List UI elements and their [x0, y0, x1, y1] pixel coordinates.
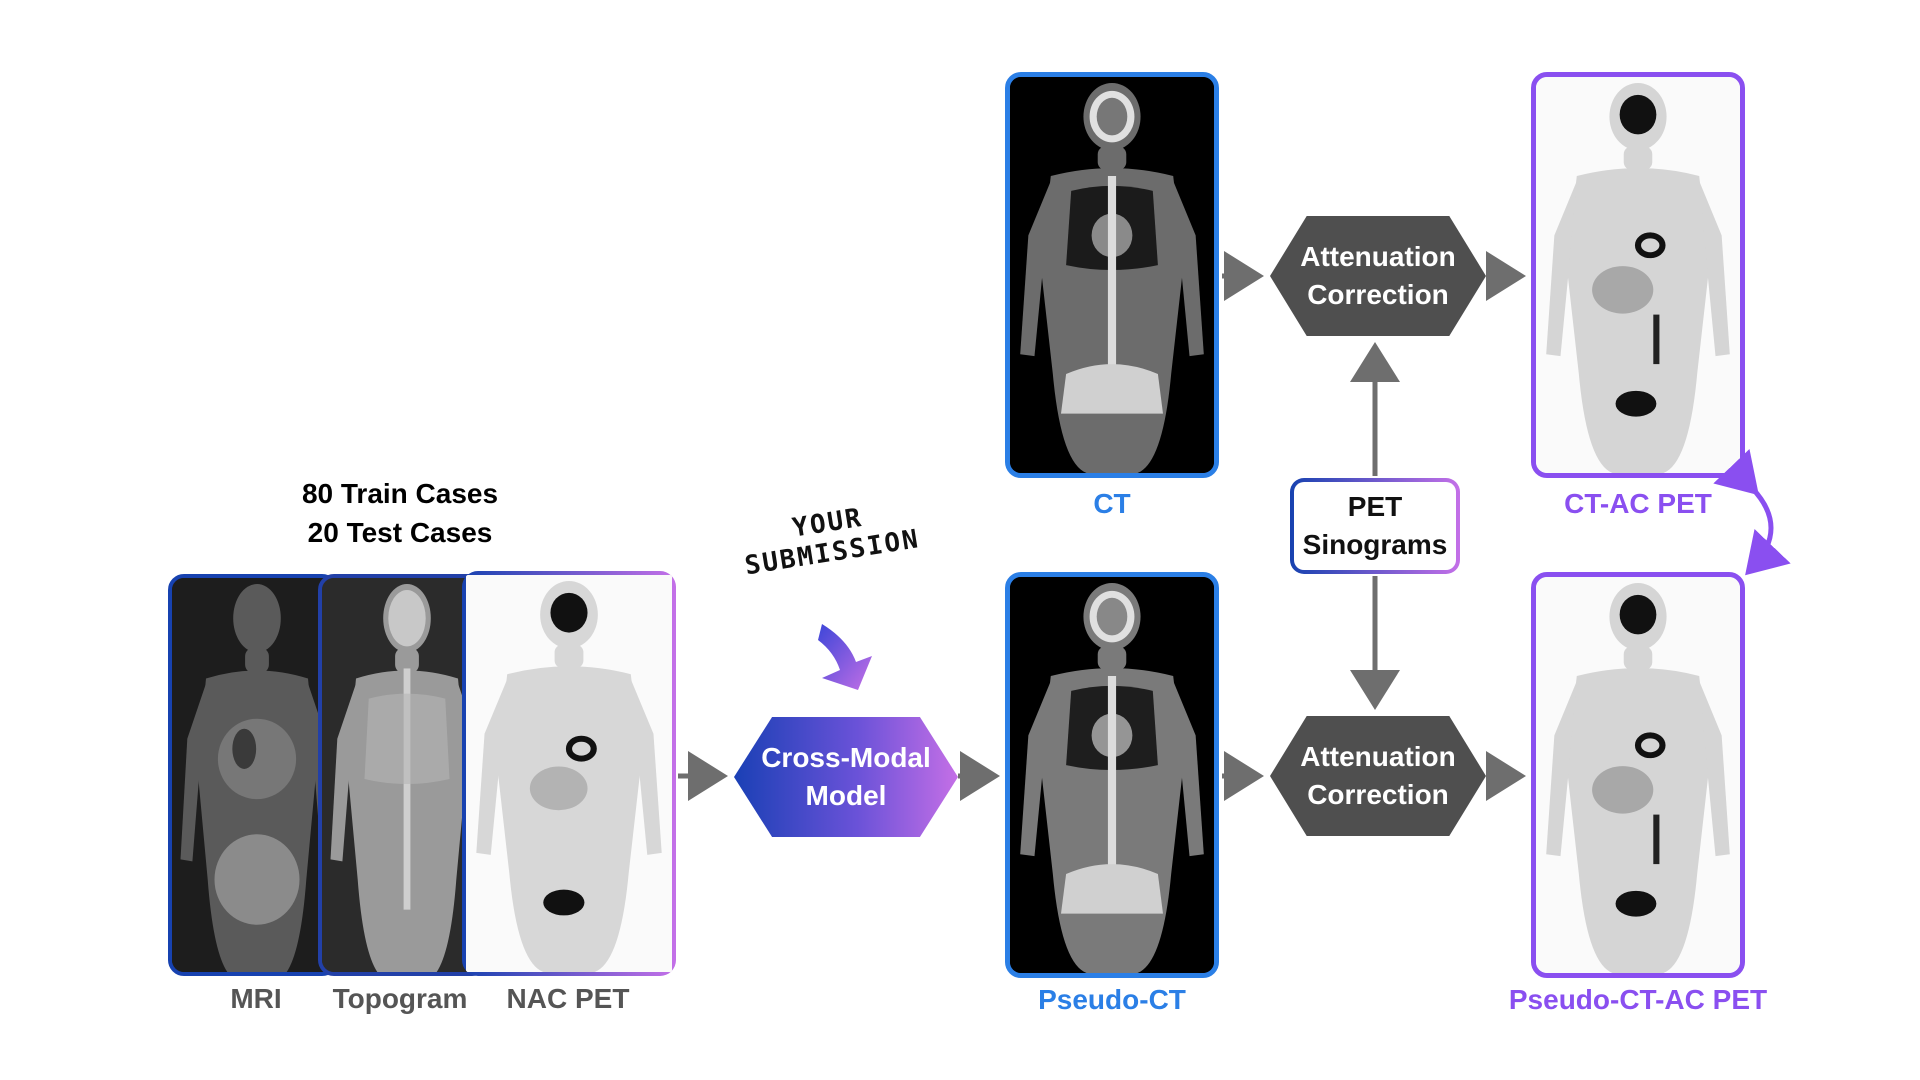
nac-pet-image [462, 571, 676, 976]
cross-modal-model-node: Cross-Modal Model [734, 717, 958, 837]
mri-label: MRI [230, 983, 282, 1014]
attenuation-bottom-line1: Attenuation [1300, 741, 1456, 772]
test-cases-label: 20 Test Cases [307, 517, 493, 548]
topogram-label: Topogram [332, 983, 468, 1014]
attenuation-top-line2: Correction [1307, 279, 1449, 310]
hand-drawn-arrow-icon [818, 624, 872, 690]
ct-image [1005, 72, 1219, 478]
ct-ac-pet-label: CT-AC PET [1564, 488, 1712, 519]
pseudo-ct-ac-pet-image [1531, 572, 1745, 978]
ct-ac-pet-image [1531, 72, 1745, 478]
ct-label: CT [1093, 488, 1131, 519]
sinograms-line1: PET [1347, 491, 1403, 522]
pet-sinograms-node: PET Sinograms [1290, 478, 1460, 574]
pseudo-ct-label: Pseudo-CT [1038, 984, 1186, 1015]
attenuation-correction-bottom-node: Attenuation Correction [1270, 716, 1486, 836]
curved-double-arrow-icon [1713, 449, 1791, 576]
pseudo-ct-ac-pet-label: Pseudo-CT-AC PET [1508, 984, 1768, 1015]
pseudo-ct-image [1005, 572, 1219, 978]
attenuation-correction-top-node: Attenuation Correction [1270, 216, 1486, 336]
sinograms-line2: Sinograms [1302, 529, 1448, 560]
model-line1: Cross-Modal [761, 742, 931, 773]
train-cases-label: 80 Train Cases [301, 478, 499, 509]
model-line2: Model [805, 780, 887, 811]
attenuation-top-line1: Attenuation [1300, 241, 1456, 272]
mri-image [168, 574, 338, 976]
attenuation-bottom-line2: Correction [1307, 779, 1449, 810]
nac-pet-label: NAC PET [506, 983, 630, 1014]
